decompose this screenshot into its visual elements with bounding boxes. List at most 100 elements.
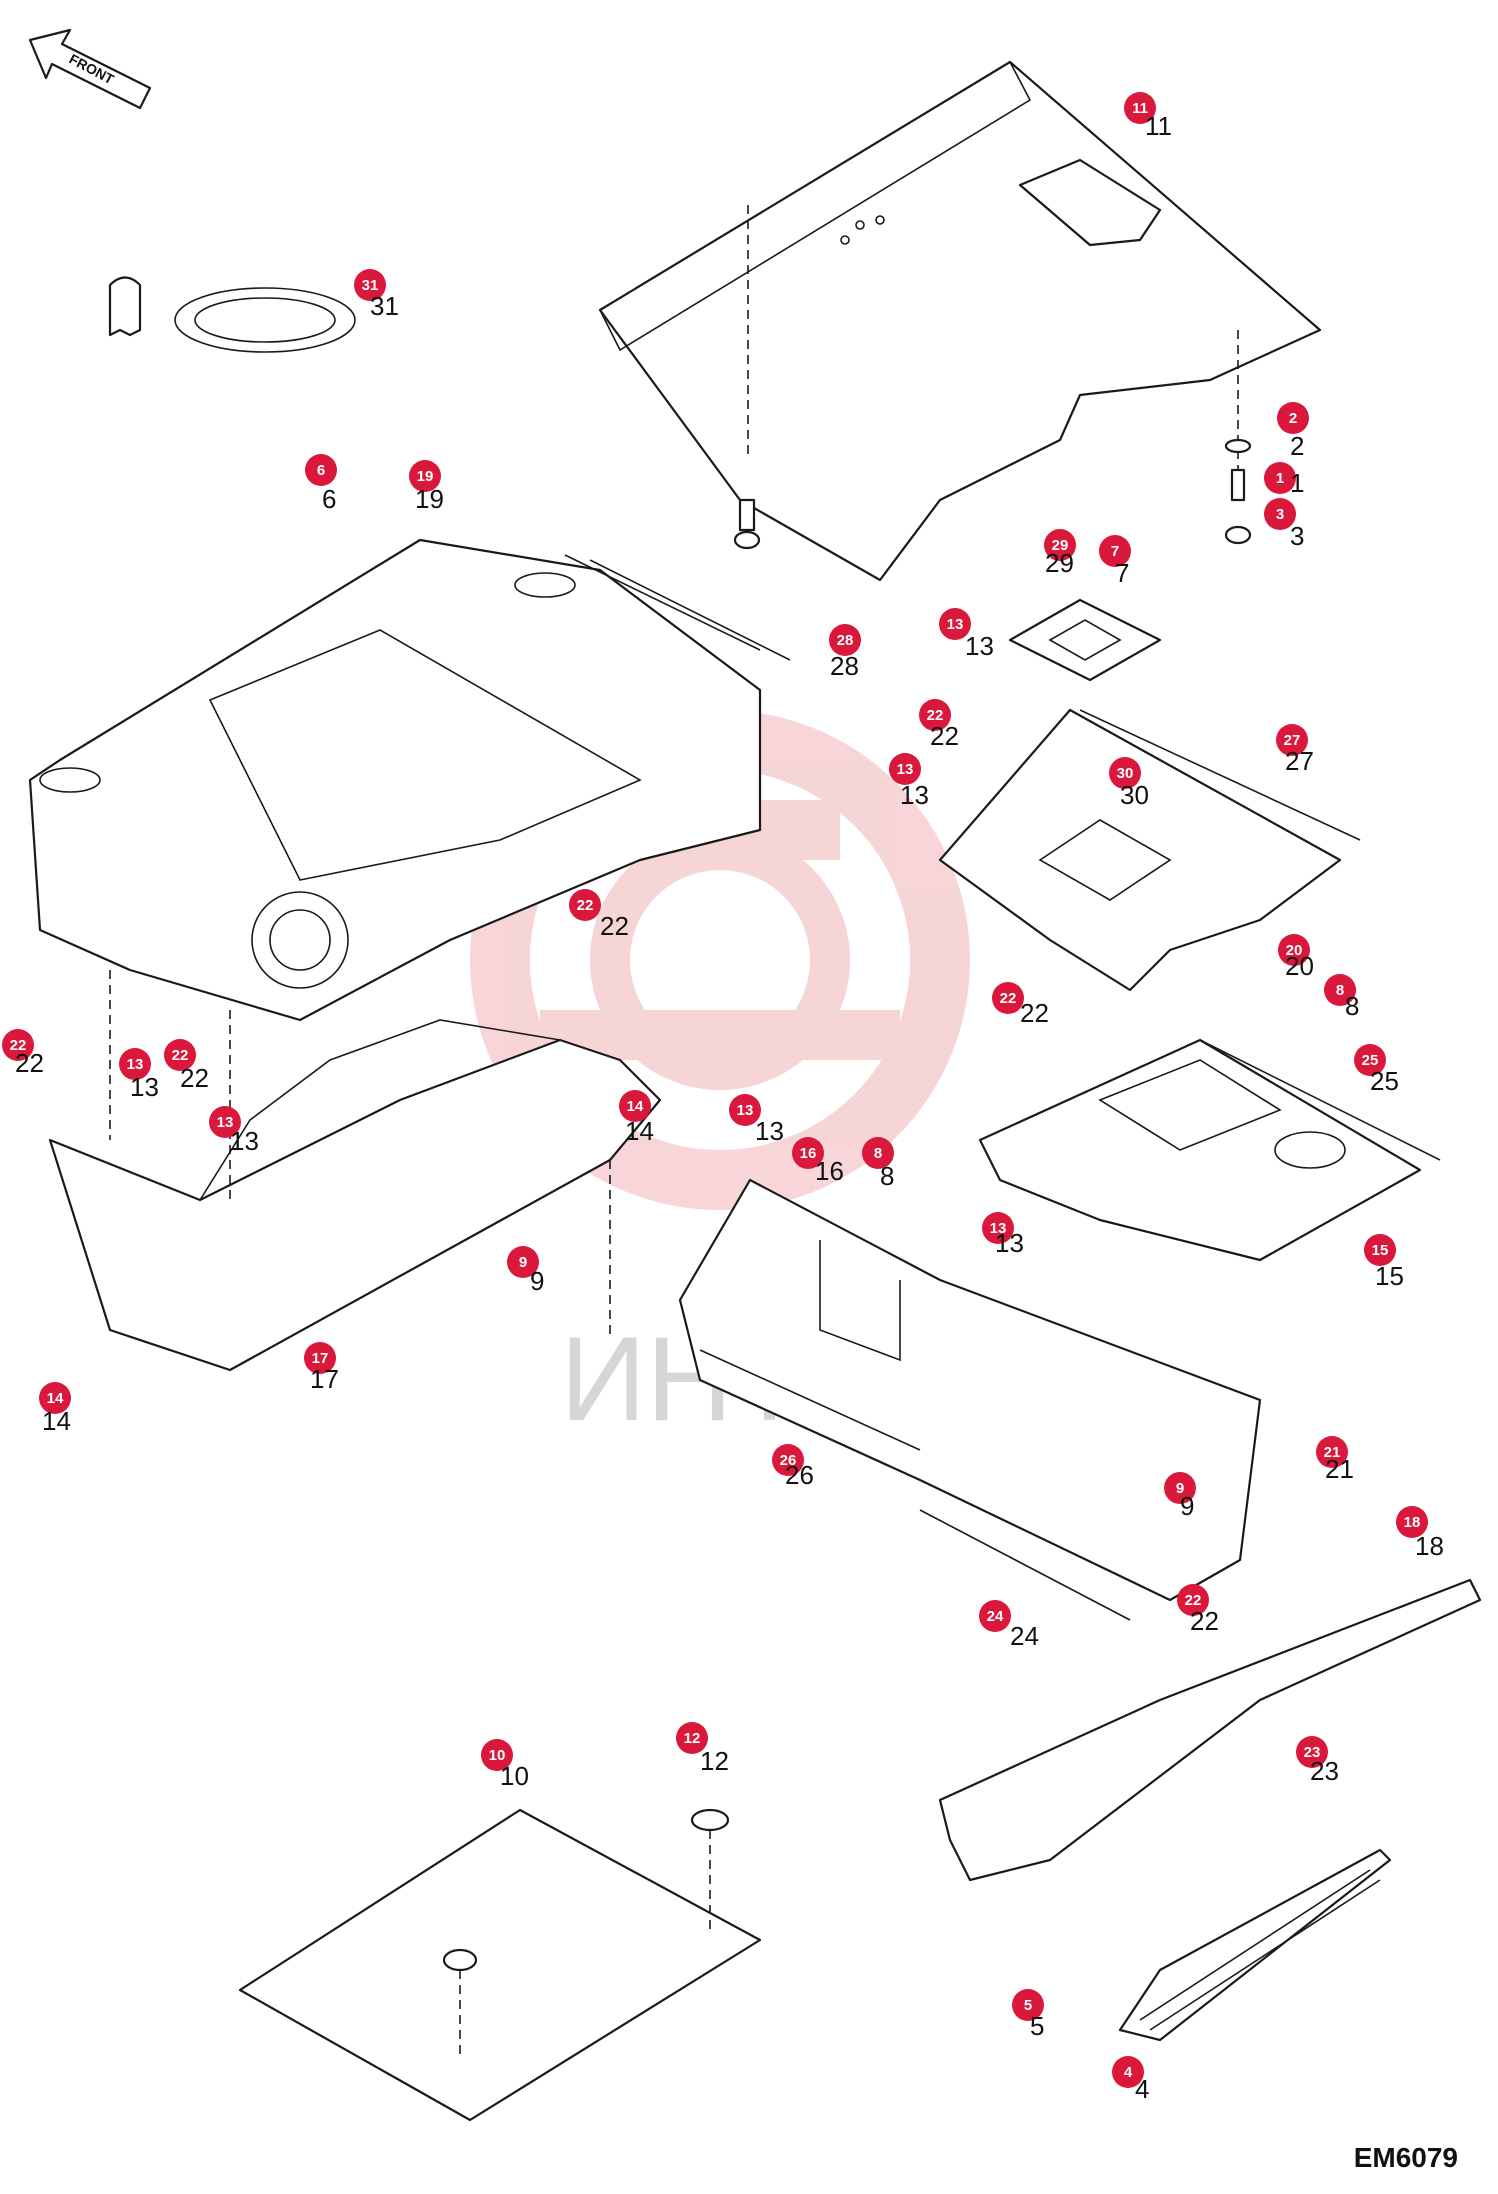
svg-text:24: 24 [1010,1621,1039,1651]
svg-text:21: 21 [1325,1454,1354,1484]
svg-text:19: 19 [417,468,434,485]
lower-console [48,1019,662,1372]
callout-4: 44 [1112,2056,1149,2104]
edge-seal [108,276,356,353]
step-plate [938,1578,1482,1882]
svg-text:4: 4 [1124,2064,1133,2081]
svg-text:13: 13 [755,1116,784,1146]
svg-text:1: 1 [1276,470,1284,487]
svg-text:15: 15 [1375,1261,1404,1291]
svg-text:7: 7 [1111,543,1119,560]
svg-text:8: 8 [874,1145,882,1162]
callout-5: 55 [1012,1989,1044,2041]
bolt-stack [733,438,1252,550]
svg-text:22: 22 [600,911,629,941]
callout-2: 22 [1277,402,1309,461]
svg-text:13: 13 [737,1102,754,1119]
svg-text:20: 20 [1286,942,1303,959]
svg-text:22: 22 [927,707,944,724]
svg-text:17: 17 [312,1350,329,1367]
svg-text:12: 12 [700,1746,729,1776]
svg-text:8: 8 [1345,991,1359,1021]
svg-text:29: 29 [1052,537,1069,554]
callout-8-a: 88 [1324,974,1359,1021]
svg-text:29: 29 [1045,548,1074,578]
callout-24: 24 24 [979,1600,1039,1651]
svg-text:22: 22 [10,1037,27,1054]
svg-text:15: 15 [1372,1242,1389,1259]
svg-text:14: 14 [627,1098,644,1115]
svg-text:1: 1 [1290,468,1304,498]
floor-plate [598,60,1322,582]
svg-text:21: 21 [1324,1444,1341,1461]
svg-text:22: 22 [1185,1592,1202,1609]
boot-plate [1008,598,1162,682]
svg-text:28: 28 [837,632,854,649]
svg-text:6: 6 [317,462,325,479]
front-arrow-icon [28,28,152,110]
svg-text:14: 14 [42,1406,71,1436]
svg-text:13: 13 [127,1056,144,1073]
svg-text:30: 30 [1117,765,1134,782]
svg-text:22: 22 [180,1063,209,1093]
svg-text:14: 14 [47,1390,64,1407]
svg-text:2: 2 [1289,410,1297,427]
svg-text:27: 27 [1284,732,1301,749]
svg-text:13: 13 [965,631,994,661]
svg-text:9: 9 [1180,1491,1194,1521]
svg-text:16: 16 [815,1156,844,1186]
svg-text:2: 2 [1290,431,1304,461]
svg-text:3: 3 [1290,521,1304,551]
svg-text:31: 31 [370,291,399,321]
callout-9-a: 99 [507,1246,544,1296]
svg-text:24: 24 [987,1608,1004,1625]
callout-3: 33 [1264,498,1304,551]
svg-text:26: 26 [785,1460,814,1490]
svg-text:13: 13 [230,1126,259,1156]
svg-text:14: 14 [625,1116,654,1146]
svg-text:8: 8 [1336,982,1344,999]
callout-9-b: 99 [1164,1472,1196,1521]
svg-text:28: 28 [830,651,859,681]
svg-text:31: 31 [362,277,379,294]
center-cover [938,708,1342,992]
svg-text:26: 26 [780,1452,797,1469]
svg-text:22: 22 [1190,1606,1219,1636]
side-panel [678,1178,1262,1602]
svg-text:10: 10 [489,1747,506,1764]
svg-text:11: 11 [1145,111,1172,141]
svg-text:6: 6 [322,484,336,514]
svg-text:30: 30 [1120,780,1149,810]
svg-text:22: 22 [930,721,959,751]
callout-7: 77 [1099,535,1131,588]
svg-text:22: 22 [172,1047,189,1064]
svg-text:19: 19 [415,484,444,514]
svg-text:25: 25 [1370,1066,1399,1096]
svg-text:17: 17 [310,1364,339,1394]
svg-text:22: 22 [1020,998,1049,1028]
svg-text:22: 22 [577,897,594,914]
svg-text:13: 13 [900,780,929,810]
svg-text:12: 12 [684,1730,701,1747]
svg-text:27: 27 [1285,746,1314,776]
svg-text:20: 20 [1285,951,1314,981]
